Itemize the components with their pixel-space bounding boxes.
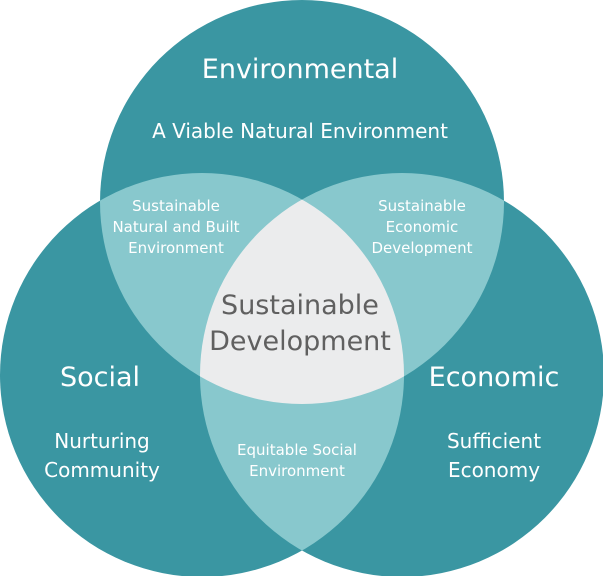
- social-economic-label: Equitable Social Environment: [237, 441, 357, 480]
- economic-title: Economic: [428, 362, 560, 393]
- env-economic-label: Sustainable Economic Development: [371, 197, 473, 257]
- economic-subtitle: Sufficient Economy: [446, 429, 542, 482]
- social-title: Social: [59, 362, 141, 393]
- center-label: Sustainable Development: [209, 290, 391, 358]
- environmental-subtitle: A Viable Natural Environment: [152, 119, 448, 143]
- social-subtitle: Nurturing Community: [44, 429, 160, 482]
- center-overlap: [200, 173, 404, 404]
- env-social-label: Sustainable Natural and Built Environmen…: [112, 197, 240, 257]
- environmental-title: Environmental: [201, 54, 399, 85]
